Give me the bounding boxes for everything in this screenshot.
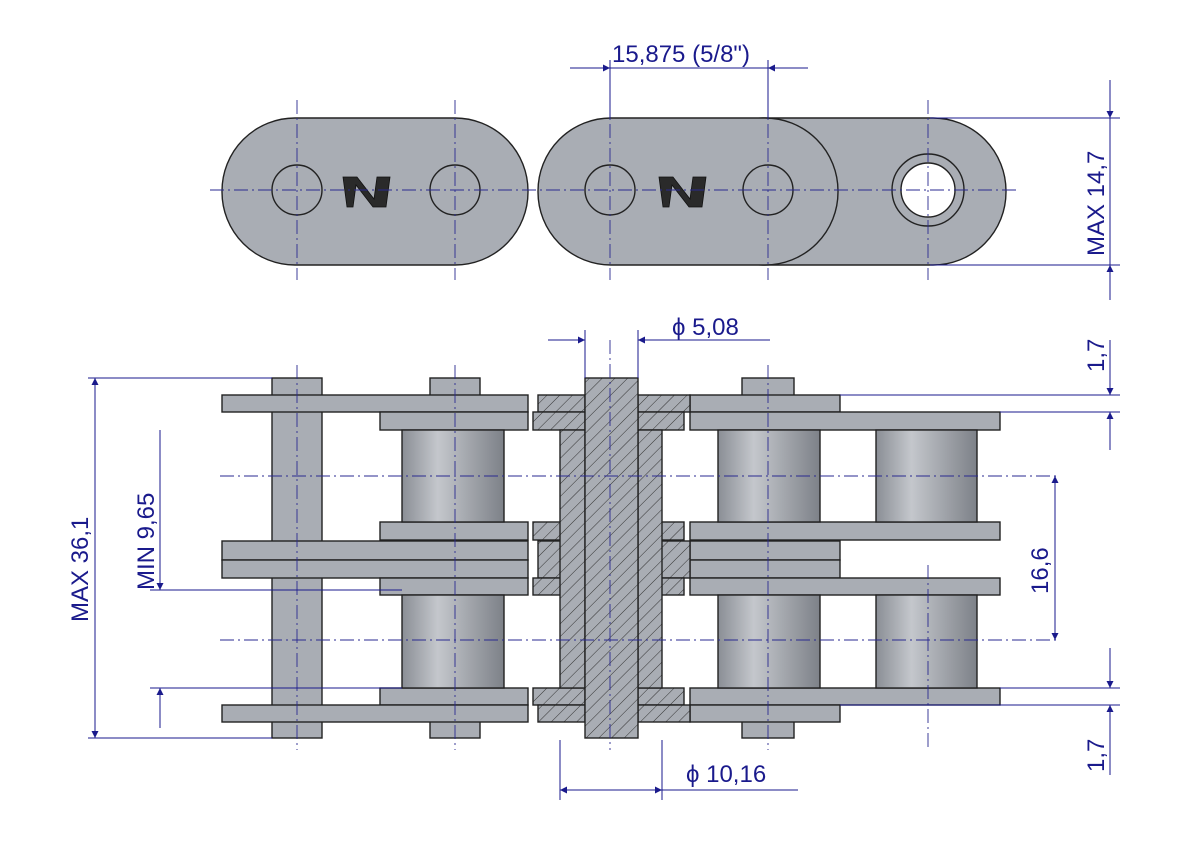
dimensions: 15,875 (5/8") MAX 14,7 ϕ 5,08 ϕ 10,16 MA… (67, 41, 1120, 800)
roller-diameter-dimension: ϕ 10,16 (686, 761, 766, 788)
overall-width-dimension: MAX 36,1 (67, 517, 94, 622)
hole-centerlines (296, 100, 929, 280)
sectioned-link (532, 377, 691, 739)
logo-icon (342, 176, 707, 208)
pitch-dimension: 15,875 (5/8") (612, 41, 750, 68)
pin-section (584, 377, 639, 739)
pin-diameter-dimension: ϕ 5,08 (672, 314, 739, 341)
plate-thickness-bottom-dimension: 1,7 (1083, 739, 1110, 772)
inner-width-dimension: MIN 9,65 (133, 493, 160, 590)
plate-height-dimension: MAX 14,7 (1083, 151, 1110, 256)
plate-thickness-top-dimension: 1,7 (1083, 339, 1110, 372)
side-section-view (220, 340, 1060, 750)
inner-plate-middle (537, 117, 839, 266)
plates (221, 394, 1001, 723)
top-view (210, 100, 1020, 280)
section-centerlines (220, 340, 1060, 750)
transverse-pitch-dimension: 16,6 (1027, 547, 1054, 594)
